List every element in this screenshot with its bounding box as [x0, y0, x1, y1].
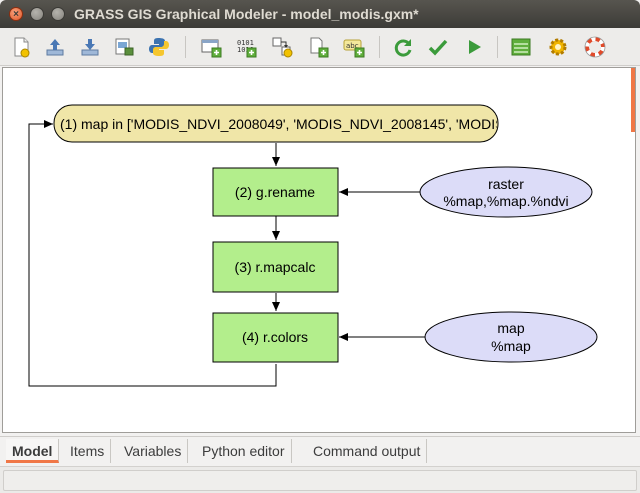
run-icon[interactable]	[462, 35, 486, 59]
tab-python-editor[interactable]: Python editor	[196, 439, 292, 463]
load-model-icon[interactable]	[43, 35, 67, 59]
redraw-icon[interactable]	[391, 35, 415, 59]
window-title: GRASS GIS Graphical Modeler - model_modi…	[74, 6, 419, 22]
variables-icon[interactable]	[509, 35, 533, 59]
model-diagram: (1) map in ['MODIS_NDVI_2008049', 'MODIS…	[28, 104, 598, 387]
loop-back-connector	[28, 120, 277, 387]
action-r-mapcalc[interactable]	[212, 241, 339, 293]
action-label: (2) g.rename	[235, 184, 315, 200]
action-label: (3) r.mapcalc	[235, 259, 316, 275]
data-line1: map	[497, 320, 524, 336]
svg-text:0101: 0101	[237, 39, 254, 47]
minimize-window-button[interactable]	[30, 7, 44, 21]
export-image-icon[interactable]	[112, 35, 136, 59]
tab-variables[interactable]: Variables	[118, 439, 189, 463]
data-map[interactable]	[424, 311, 598, 363]
toolbar-separator	[497, 36, 498, 58]
tab-model[interactable]: Model	[6, 439, 60, 463]
notebook-tabs: Model Items Variables Python editor Comm…	[0, 436, 640, 464]
action-r-colors[interactable]	[212, 312, 339, 363]
action-g-rename[interactable]	[212, 167, 339, 217]
toolbar-separator	[185, 36, 186, 58]
model-canvas[interactable]: (1) map in ['MODIS_NDVI_2008049', 'MODIS…	[2, 67, 636, 433]
settings-icon[interactable]	[546, 35, 570, 59]
maximize-window-button[interactable]	[51, 7, 65, 21]
add-action-icon[interactable]	[306, 35, 330, 59]
toolbar-separator	[379, 36, 380, 58]
data-raster[interactable]	[419, 166, 593, 218]
export-python-icon[interactable]	[147, 35, 171, 59]
status-bar	[0, 466, 640, 493]
add-relation-icon[interactable]	[270, 35, 294, 59]
data-line2: %map	[491, 338, 531, 354]
help-icon[interactable]	[583, 35, 607, 59]
svg-text:1010: 1010	[237, 46, 254, 54]
loop-shape[interactable]	[53, 104, 499, 143]
close-window-button[interactable]: ×	[9, 7, 23, 21]
tab-items[interactable]: Items	[64, 439, 112, 463]
data-line2: %map,%map.%ndvi	[443, 193, 568, 209]
title-bar: × GRASS GIS Graphical Modeler - model_mo…	[0, 0, 640, 28]
svg-text:abc: abc	[346, 42, 359, 50]
add-comment-icon[interactable]: abc	[342, 35, 366, 59]
status-field	[3, 470, 637, 491]
scrollbar-indicator[interactable]	[631, 68, 635, 132]
tab-command-output[interactable]: Command output	[307, 439, 428, 463]
validate-icon[interactable]	[426, 35, 450, 59]
new-model-icon[interactable]	[9, 35, 33, 59]
save-model-icon[interactable]	[78, 35, 102, 59]
action-label: (4) r.colors	[242, 329, 308, 345]
data-line1: raster	[488, 176, 524, 192]
add-command-icon[interactable]	[199, 35, 223, 59]
loop-label: (1) map in ['MODIS_NDVI_2008049', 'MODIS…	[60, 116, 512, 132]
